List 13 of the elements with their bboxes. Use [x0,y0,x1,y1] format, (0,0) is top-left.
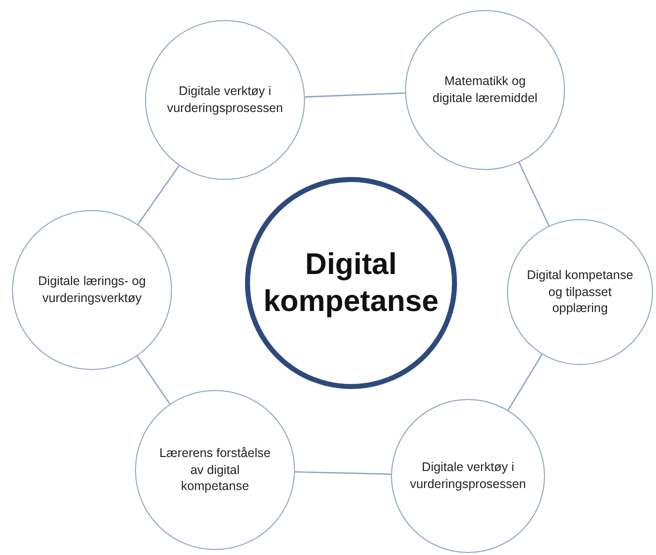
connector-line [507,354,543,411]
topic-label: Digital kompetanse og tilpasset opplæring [526,266,634,318]
topic-label: Lærerens forståelse av digital kompetanse [158,444,272,496]
central-title: Digital kompetanse [262,246,440,320]
connector-line [136,356,170,404]
connector-line [137,165,180,225]
connector-line [304,92,406,98]
connector-line [518,162,550,226]
topic-label: Digitale verktøy i vurderingsprosessen [408,459,528,493]
topic-label: Matematikk og digitale læremiddel [432,73,538,107]
topic-label: Digitale verktøy i vurderingsprosessen [166,83,284,117]
connector-line [294,471,392,475]
topic-label: Digitale lærings- og vurderingsverktøy [37,273,147,307]
